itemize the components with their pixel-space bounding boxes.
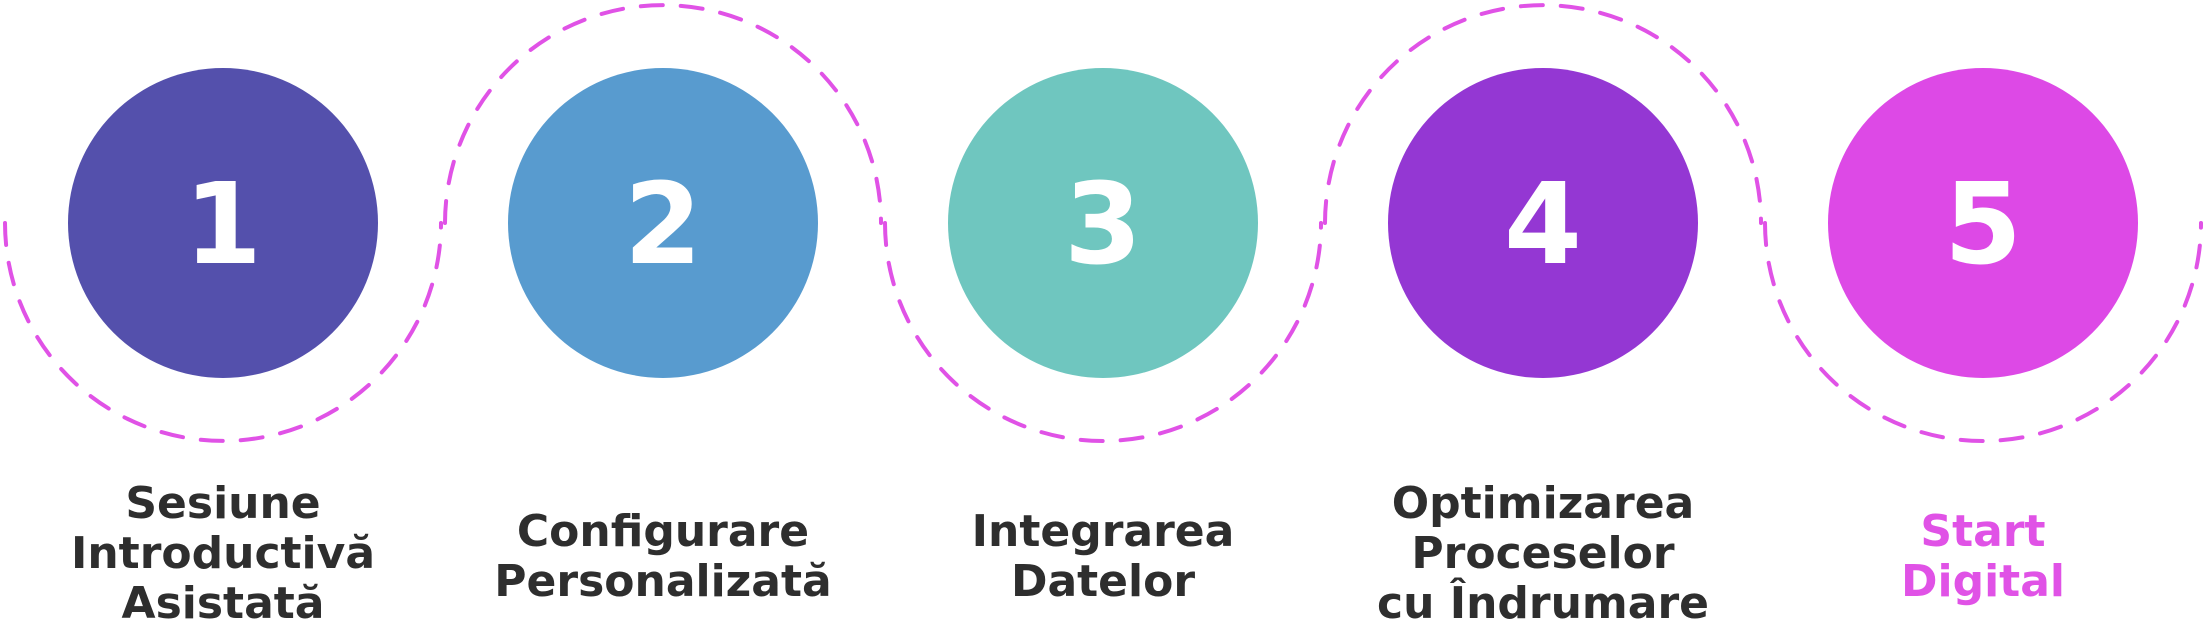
- dashed-connector-layer: [3, 3, 2203, 443]
- step-circle-4: [1388, 68, 1698, 378]
- dashed-arc-4: [1323, 3, 1763, 225]
- dashed-arc-3: [883, 221, 1323, 443]
- dashed-arc-5: [1763, 221, 2203, 443]
- step-label-line: cu Îndrumare: [1377, 576, 1709, 629]
- step-number-1: 1: [184, 160, 262, 290]
- step-label-line: Proceselor: [1411, 528, 1674, 579]
- step-circle-3: [948, 68, 1258, 378]
- step-label-line: Introductivă: [71, 528, 375, 579]
- step-circle-5: [1828, 68, 2138, 378]
- dashed-arc-1: [3, 221, 443, 443]
- step-label-line: Digital: [1901, 556, 2065, 607]
- step-number-2: 2: [624, 160, 702, 290]
- step-label-line: Start: [1920, 506, 2045, 557]
- step-label-line: Asistată: [122, 578, 325, 629]
- step-label-line: Sesiune: [125, 478, 320, 529]
- step-label-line: Configurare: [517, 506, 809, 557]
- step-number-5: 5: [1944, 160, 2022, 290]
- dashed-arc-2: [443, 3, 883, 225]
- step-label-line: Datelor: [1011, 556, 1195, 607]
- step-label-line: Personalizată: [494, 556, 831, 607]
- step-label-line: Optimizarea: [1392, 478, 1694, 529]
- step-circle-2: [508, 68, 818, 378]
- step-circle-1: [68, 68, 378, 378]
- step-number-4: 4: [1504, 160, 1582, 290]
- step-number-3: 3: [1064, 160, 1142, 290]
- step-label-line: Integrarea: [972, 506, 1235, 557]
